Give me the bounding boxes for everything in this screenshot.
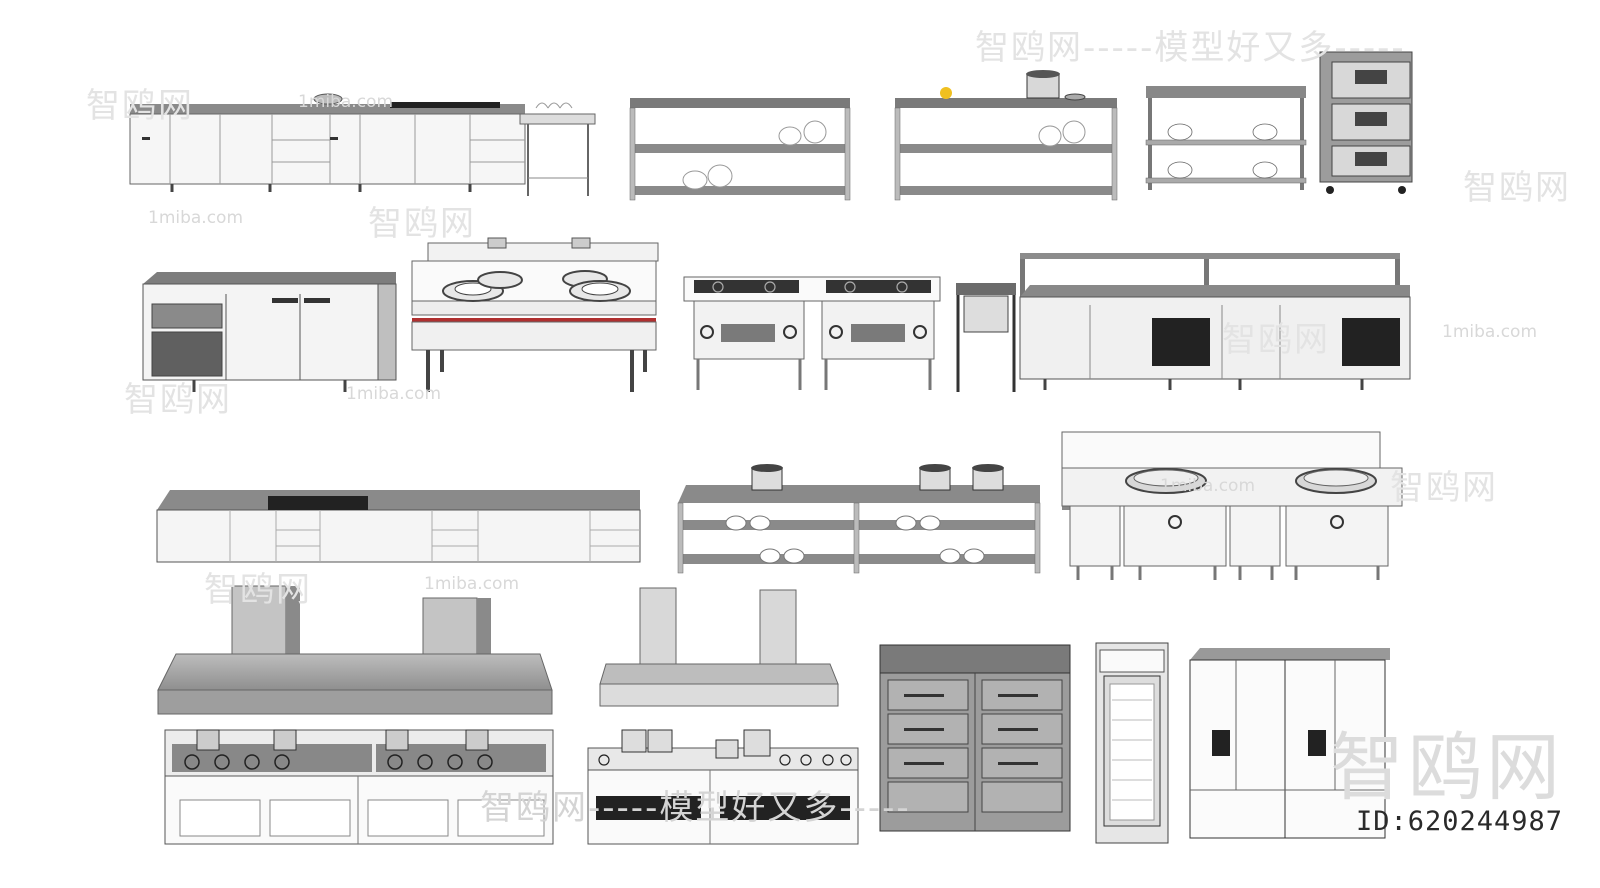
glass-door-fridge	[1095, 642, 1169, 844]
multi-burner-range-small	[587, 729, 859, 845]
open-shelf-unit-2	[894, 70, 1118, 201]
four-burner-stove	[683, 276, 941, 390]
exhaust-hood-small	[599, 587, 839, 707]
model-id-label: ID:620244987	[1356, 806, 1564, 837]
heated-drawer-cabinet	[879, 644, 1071, 832]
plate-rack	[1145, 86, 1307, 190]
long-counter-with-cooktop	[129, 93, 596, 196]
undercounter-cabinet	[142, 272, 397, 392]
open-shelf-unit-1	[629, 98, 851, 201]
double-french-door-fridge	[1189, 648, 1390, 839]
warming-cabinet	[1319, 51, 1413, 194]
double-wok-range	[411, 237, 659, 392]
exhaust-hood-large	[157, 585, 553, 715]
multi-burner-range-large	[164, 729, 554, 845]
double-stockpot-range	[1061, 431, 1403, 580]
sink-and-counter-line	[956, 253, 1411, 392]
shelf-with-pots	[677, 464, 1041, 574]
long-induction-counter	[156, 490, 641, 563]
